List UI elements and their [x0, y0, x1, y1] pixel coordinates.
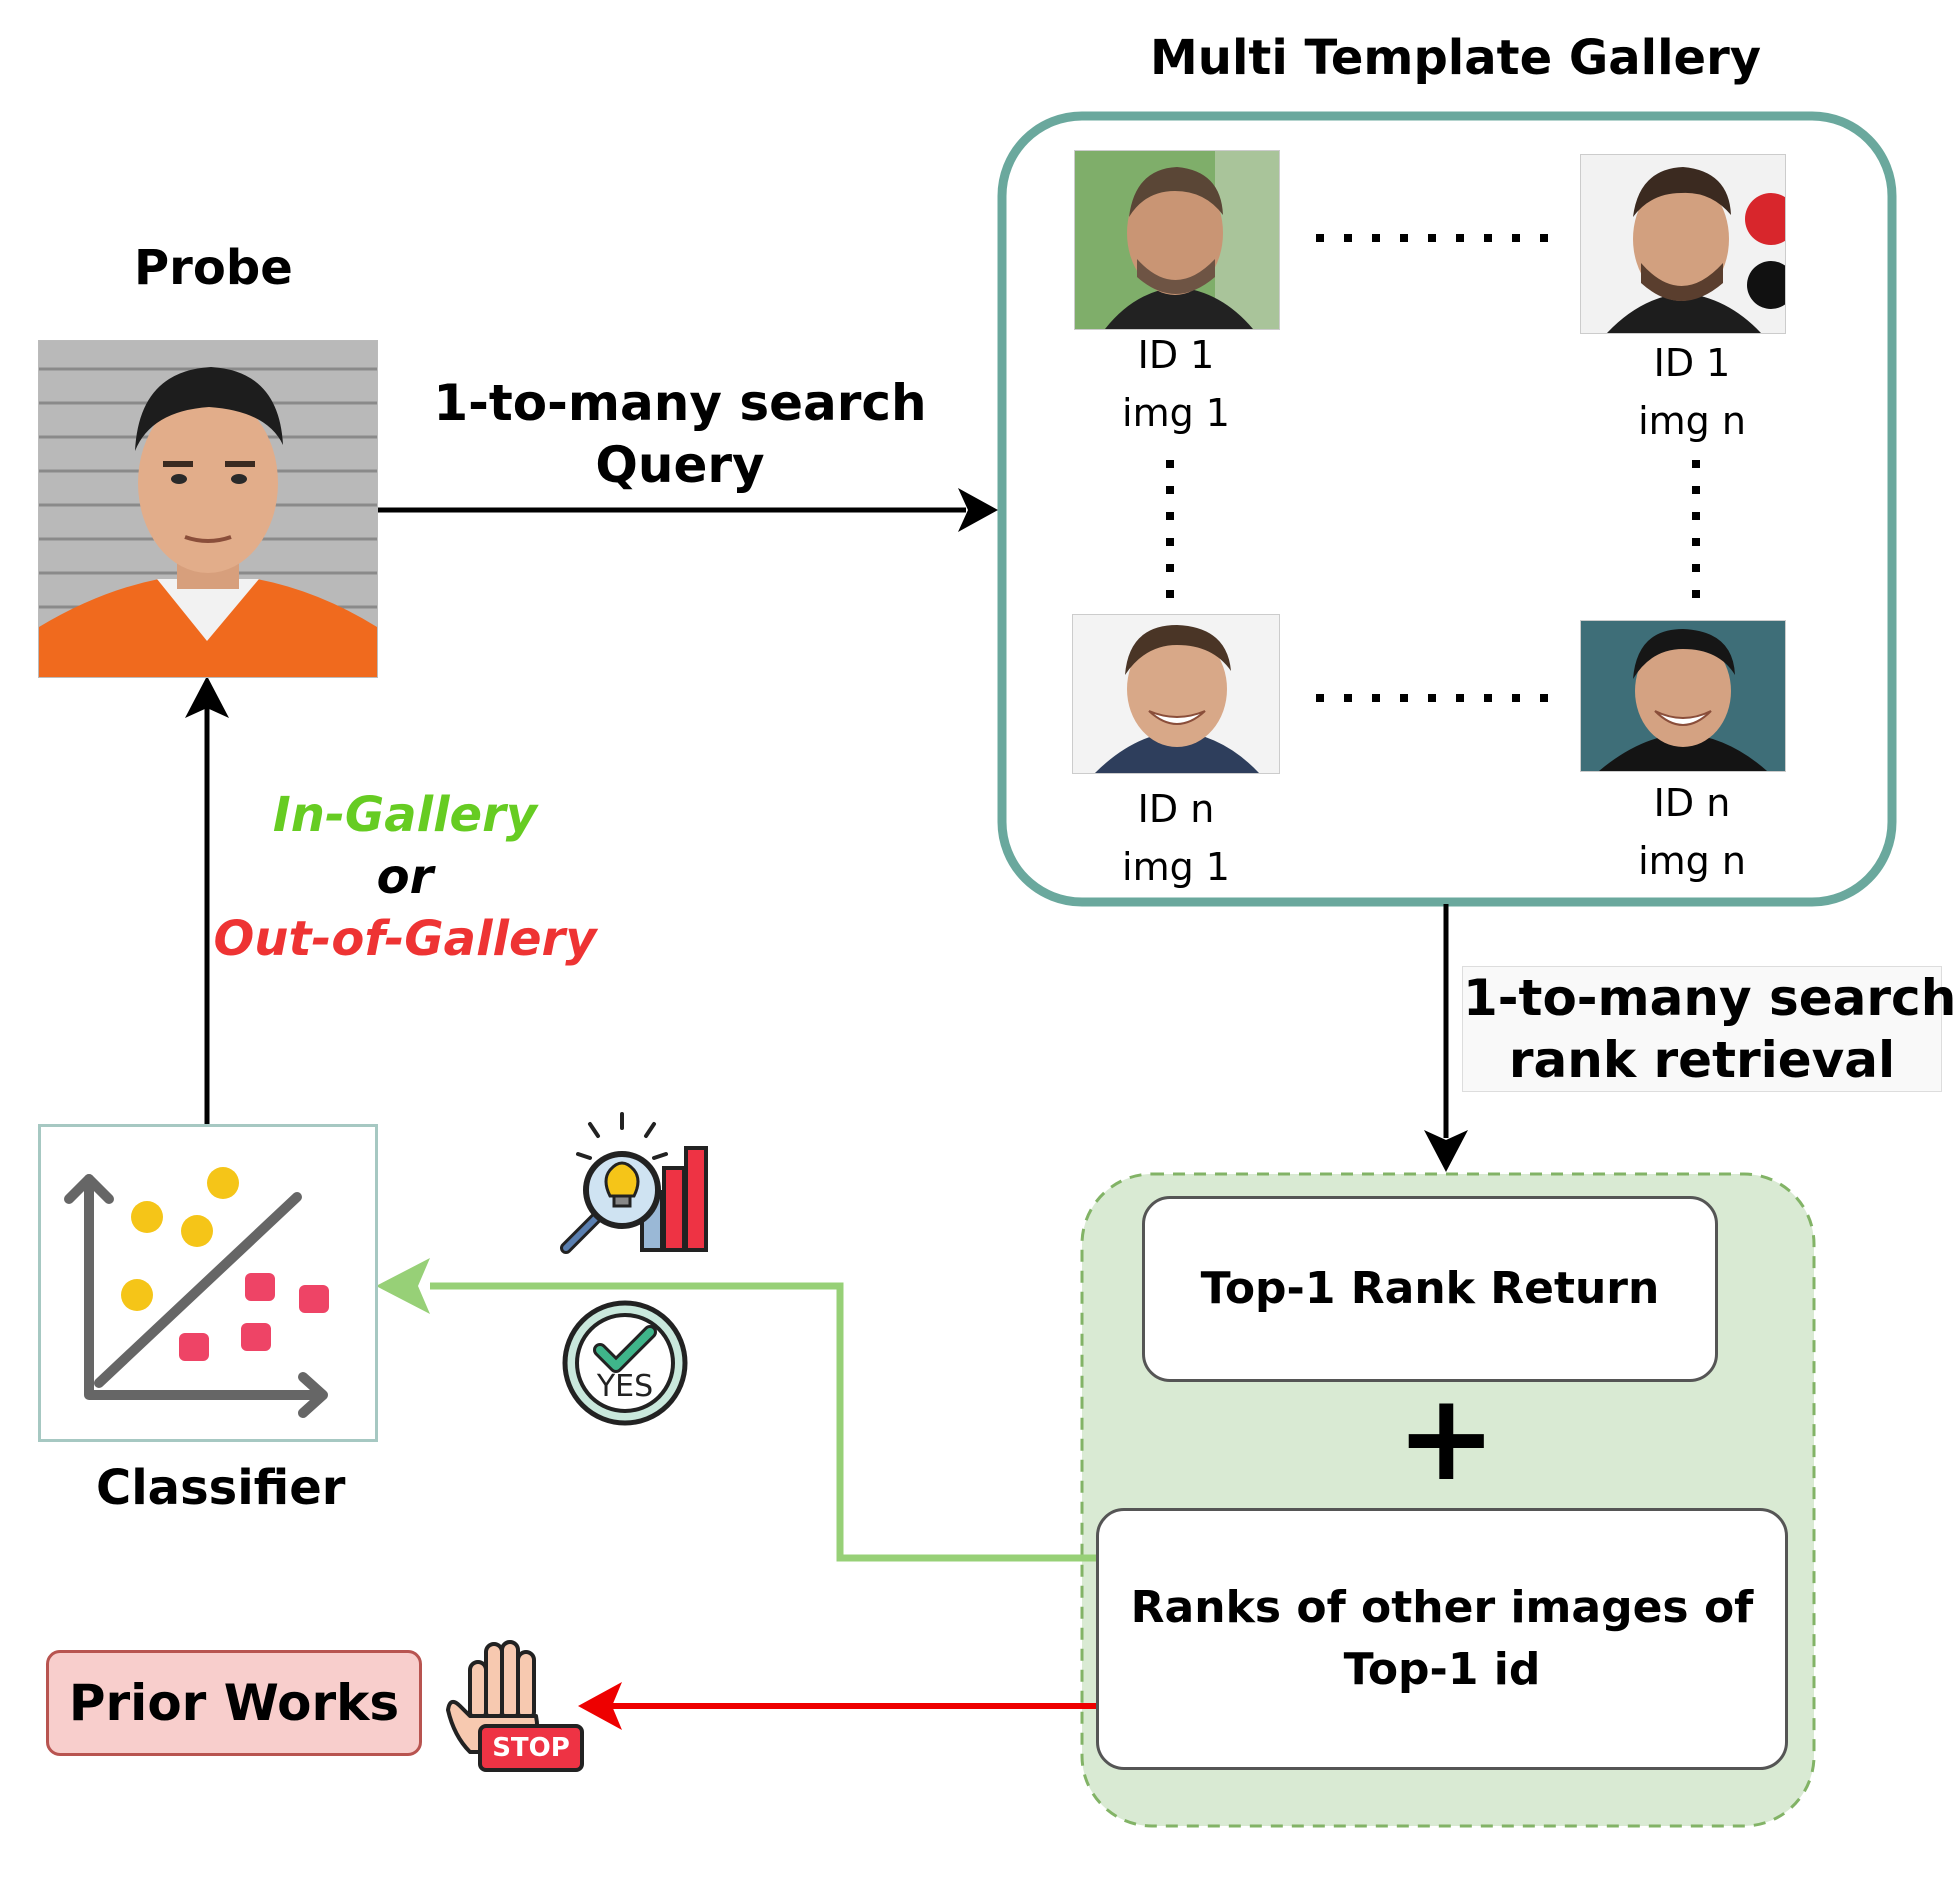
- gallery-dot-leaders: [1166, 234, 1700, 702]
- in-gallery-label: In-Gallery: [272, 787, 538, 843]
- dots-col-left: [1166, 460, 1174, 598]
- retrieval-label-line2: rank retrieval: [1508, 1031, 1896, 1089]
- gallery-title: Multi Template Gallery: [1150, 30, 1762, 86]
- dots-row-top: [1316, 234, 1548, 242]
- retrieval-arrowhead: [1424, 1130, 1468, 1172]
- query-label-line1: 1-to-many search: [433, 374, 927, 432]
- probe-title: Probe: [134, 240, 293, 296]
- ranks-other-images-box: Ranks of other images of Top-1 id: [1096, 1508, 1788, 1770]
- gallery-label-id1-img1: ID 1 img 1: [1046, 326, 1306, 442]
- gallery-label-img: img 1: [1122, 845, 1230, 889]
- ranks-label-line1: Ranks of other images of: [1130, 1582, 1754, 1633]
- probe-photo: [38, 340, 378, 678]
- gallery-photo-id1-img1: [1074, 150, 1280, 330]
- red-arrowhead: [578, 1682, 622, 1730]
- gallery-photo-idn-img1: [1072, 614, 1280, 774]
- gallery-label-id: ID 1: [1137, 333, 1215, 377]
- query-arrowhead: [958, 488, 998, 532]
- yes-check-icon: YES: [554, 1298, 696, 1428]
- gallery-photo-idn-imgn: [1580, 620, 1786, 772]
- gallery-photo-id1-imgn: [1580, 154, 1786, 334]
- retrieval-label: 1-to-many search rank retrieval: [1462, 966, 1957, 1092]
- out-of-gallery-label: Out-of-Gallery: [213, 911, 597, 967]
- or-label: or: [376, 849, 434, 905]
- gallery-label-id: ID n: [1653, 781, 1731, 825]
- top1-rank-label: Top-1 Rank Return: [1200, 1263, 1660, 1314]
- gallery-label-img: img n: [1638, 839, 1746, 883]
- scatter-plot-icon: [64, 1167, 329, 1418]
- stop-badge: STOP: [478, 1724, 584, 1772]
- plus-sign: +: [1396, 1369, 1497, 1508]
- stop-badge-label: STOP: [492, 1733, 570, 1763]
- gallery-label-img: img 1: [1122, 391, 1230, 435]
- dots-col-right: [1692, 460, 1700, 598]
- gallery-label-id: ID n: [1137, 787, 1215, 831]
- gallery-label-id: ID 1: [1653, 341, 1731, 385]
- query-label-line2: Query: [595, 436, 765, 494]
- decision-label: In-Gallery or Out-of-Gallery: [210, 784, 600, 970]
- gallery-label-id1-imgn: ID 1 img n: [1562, 334, 1822, 450]
- classifier-box: [38, 1124, 378, 1442]
- retrieval-label-line1: 1-to-many search: [1463, 969, 1957, 1027]
- top1-rank-box: Top-1 Rank Return: [1142, 1196, 1718, 1382]
- green-arrowhead: [376, 1258, 430, 1314]
- gallery-label-idn-img1: ID n img 1: [1046, 780, 1306, 896]
- ranks-label-line2: Top-1 id: [1343, 1644, 1541, 1695]
- query-label: 1-to-many search Query: [430, 372, 930, 496]
- yes-badge-label: YES: [596, 1369, 654, 1404]
- classifier-title: Classifier: [96, 1460, 346, 1516]
- stop-hand-icon: STOP: [440, 1636, 584, 1772]
- prior-works-label: Prior Works: [68, 1674, 400, 1732]
- decision-arrowhead: [185, 676, 229, 718]
- prior-works-box: Prior Works: [46, 1650, 422, 1756]
- insight-chart-icon: [548, 1108, 708, 1258]
- gallery-label-img: img n: [1638, 399, 1746, 443]
- dots-row-bottom: [1316, 694, 1548, 702]
- green-feedback-arrow: [430, 1282, 1098, 1562]
- gallery-label-idn-imgn: ID n img n: [1562, 774, 1822, 890]
